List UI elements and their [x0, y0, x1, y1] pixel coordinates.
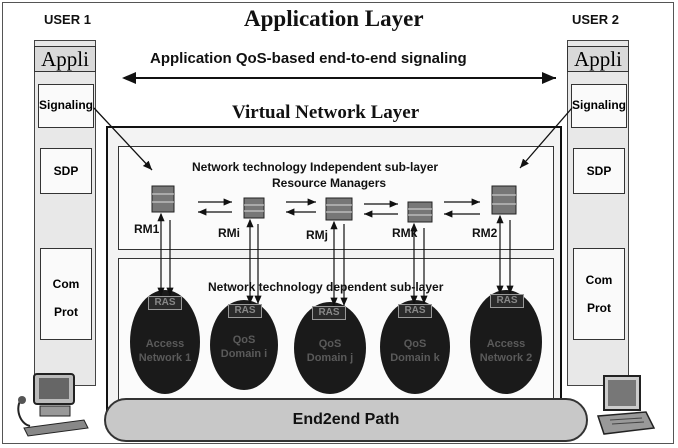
signaling-to-rm1-arrow — [93, 107, 153, 171]
diagram-frame — [2, 2, 674, 444]
domain-label-line2: Domain i — [220, 348, 268, 360]
user1-signaling-box: Signaling — [38, 84, 94, 128]
domain-label-line1: Access — [145, 338, 185, 350]
domain-label-line1: QoS — [318, 338, 342, 350]
rm1-server-icon — [151, 185, 175, 213]
rm2-server-icon — [491, 185, 517, 215]
rm-label: RM1 — [134, 222, 160, 236]
domain-label-line2: Network 2 — [479, 352, 533, 364]
signaling-to-rm2-arrow — [519, 107, 573, 169]
rm-link-arrows — [198, 198, 480, 218]
user2-com-prot-box: Com Prot — [573, 248, 625, 340]
application-layer-title: Application Layer — [244, 6, 424, 31]
user1-label: USER 1 — [44, 12, 91, 27]
signaling-caption: Application QoS-based end-to-end signali… — [150, 50, 467, 67]
domain-label-line1: QoS — [403, 338, 427, 350]
ras-badge: RAS — [148, 296, 182, 310]
user2-sdp-box: SDP — [573, 148, 625, 194]
end2end-path-pipe: End2end Path — [104, 398, 588, 442]
user1-computer-icon — [17, 373, 89, 437]
resource-managers-label: Resource Managers — [272, 176, 387, 190]
user1-sdp-box: SDP — [40, 148, 92, 194]
domain-label-line2: Network 1 — [138, 352, 192, 364]
user2-com-label: Com — [585, 273, 613, 287]
virtual-network-layer-title: Virtual Network Layer — [232, 102, 420, 123]
rmj-server-icon — [325, 197, 353, 221]
rmi-server-icon — [243, 197, 265, 219]
user1-prot-label: Prot — [54, 305, 78, 319]
dependent-sublayer-label: Network technology dependent sub-layer — [206, 280, 446, 294]
domain-label-line1: QoS — [232, 334, 256, 346]
user1-com-prot-box: Com Prot — [40, 248, 92, 340]
ras-badge: RAS — [398, 304, 432, 318]
domain-label-line2: Domain k — [390, 352, 440, 364]
rm-label: RMj — [306, 228, 328, 242]
ras-badge: RAS — [312, 306, 346, 320]
rm-label: RM2 — [472, 226, 498, 240]
ras-badge: RAS — [490, 294, 524, 308]
rm-ras-link-arrows — [157, 212, 514, 306]
user2-prot-label: Prot — [587, 301, 611, 315]
domain-label-line1: Access — [486, 338, 526, 350]
rm-label: RMk — [392, 226, 418, 240]
user2-laptop-icon — [596, 375, 656, 435]
ras-badge: RAS — [228, 304, 262, 318]
user2-label: USER 2 — [572, 12, 619, 27]
rm-label: RMi — [218, 226, 240, 240]
user1-com-label: Com — [52, 277, 80, 291]
rmk-server-icon — [407, 201, 433, 223]
domain-label-line2: Domain j — [306, 352, 354, 364]
user1-appli-box: Appli — [34, 46, 96, 72]
independent-sublayer-label: Network technology Independent sub-layer — [192, 160, 439, 174]
user2-appli-box: Appli — [567, 46, 629, 72]
user2-signaling-box: Signaling — [571, 84, 627, 128]
